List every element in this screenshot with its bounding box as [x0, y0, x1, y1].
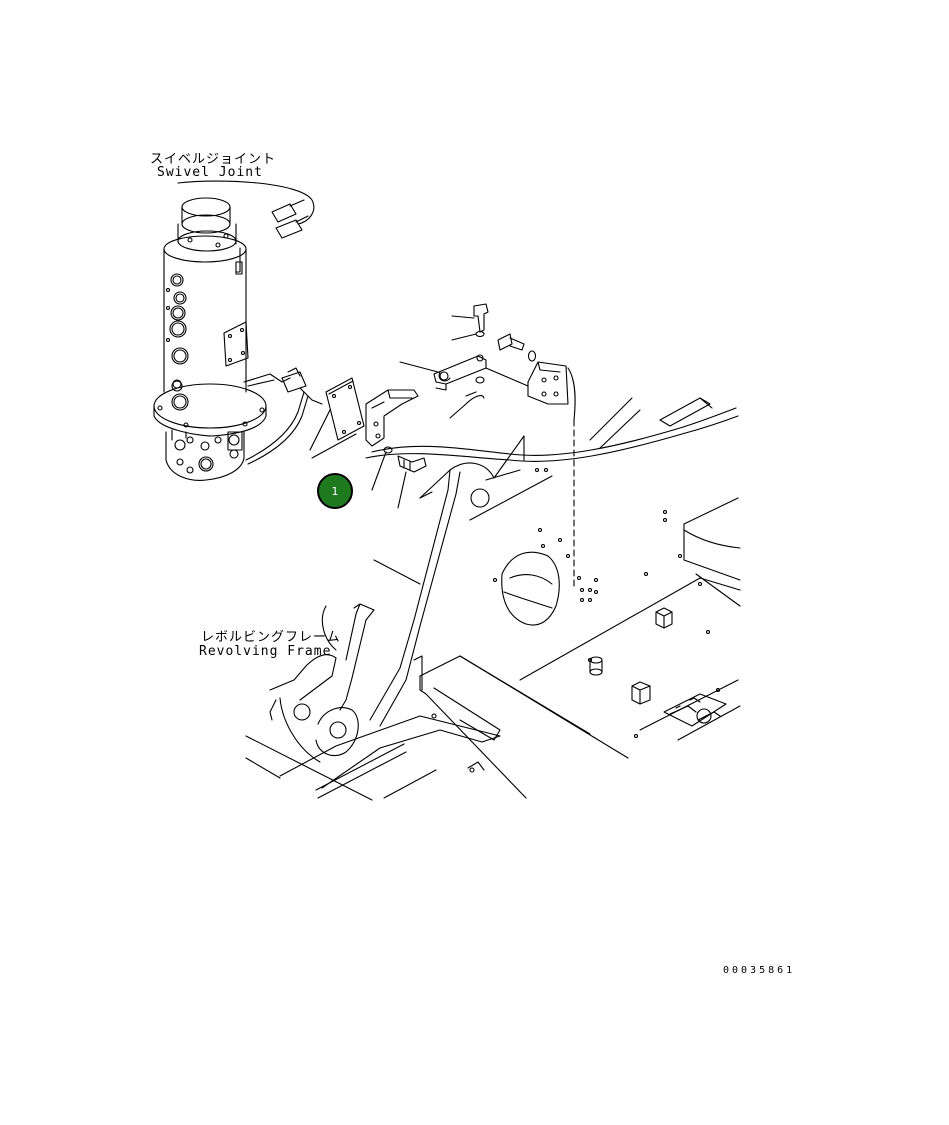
swivel-joint-label-en: Swivel Joint [157, 165, 263, 180]
revolving-frame-drawing [246, 398, 740, 800]
swivel-joint-drawing [154, 181, 322, 480]
revolving-frame-label-jp: レボルビングフレーム [201, 630, 341, 645]
revolving-frame-label-en: Revolving Frame [199, 644, 332, 659]
swivel-joint-label-jp: スイベルジョイント [150, 152, 277, 167]
part-callout-1[interactable]: 1 [317, 473, 353, 509]
document-id: 00035861 [723, 965, 796, 976]
bracket-assembly-drawing [310, 304, 575, 590]
